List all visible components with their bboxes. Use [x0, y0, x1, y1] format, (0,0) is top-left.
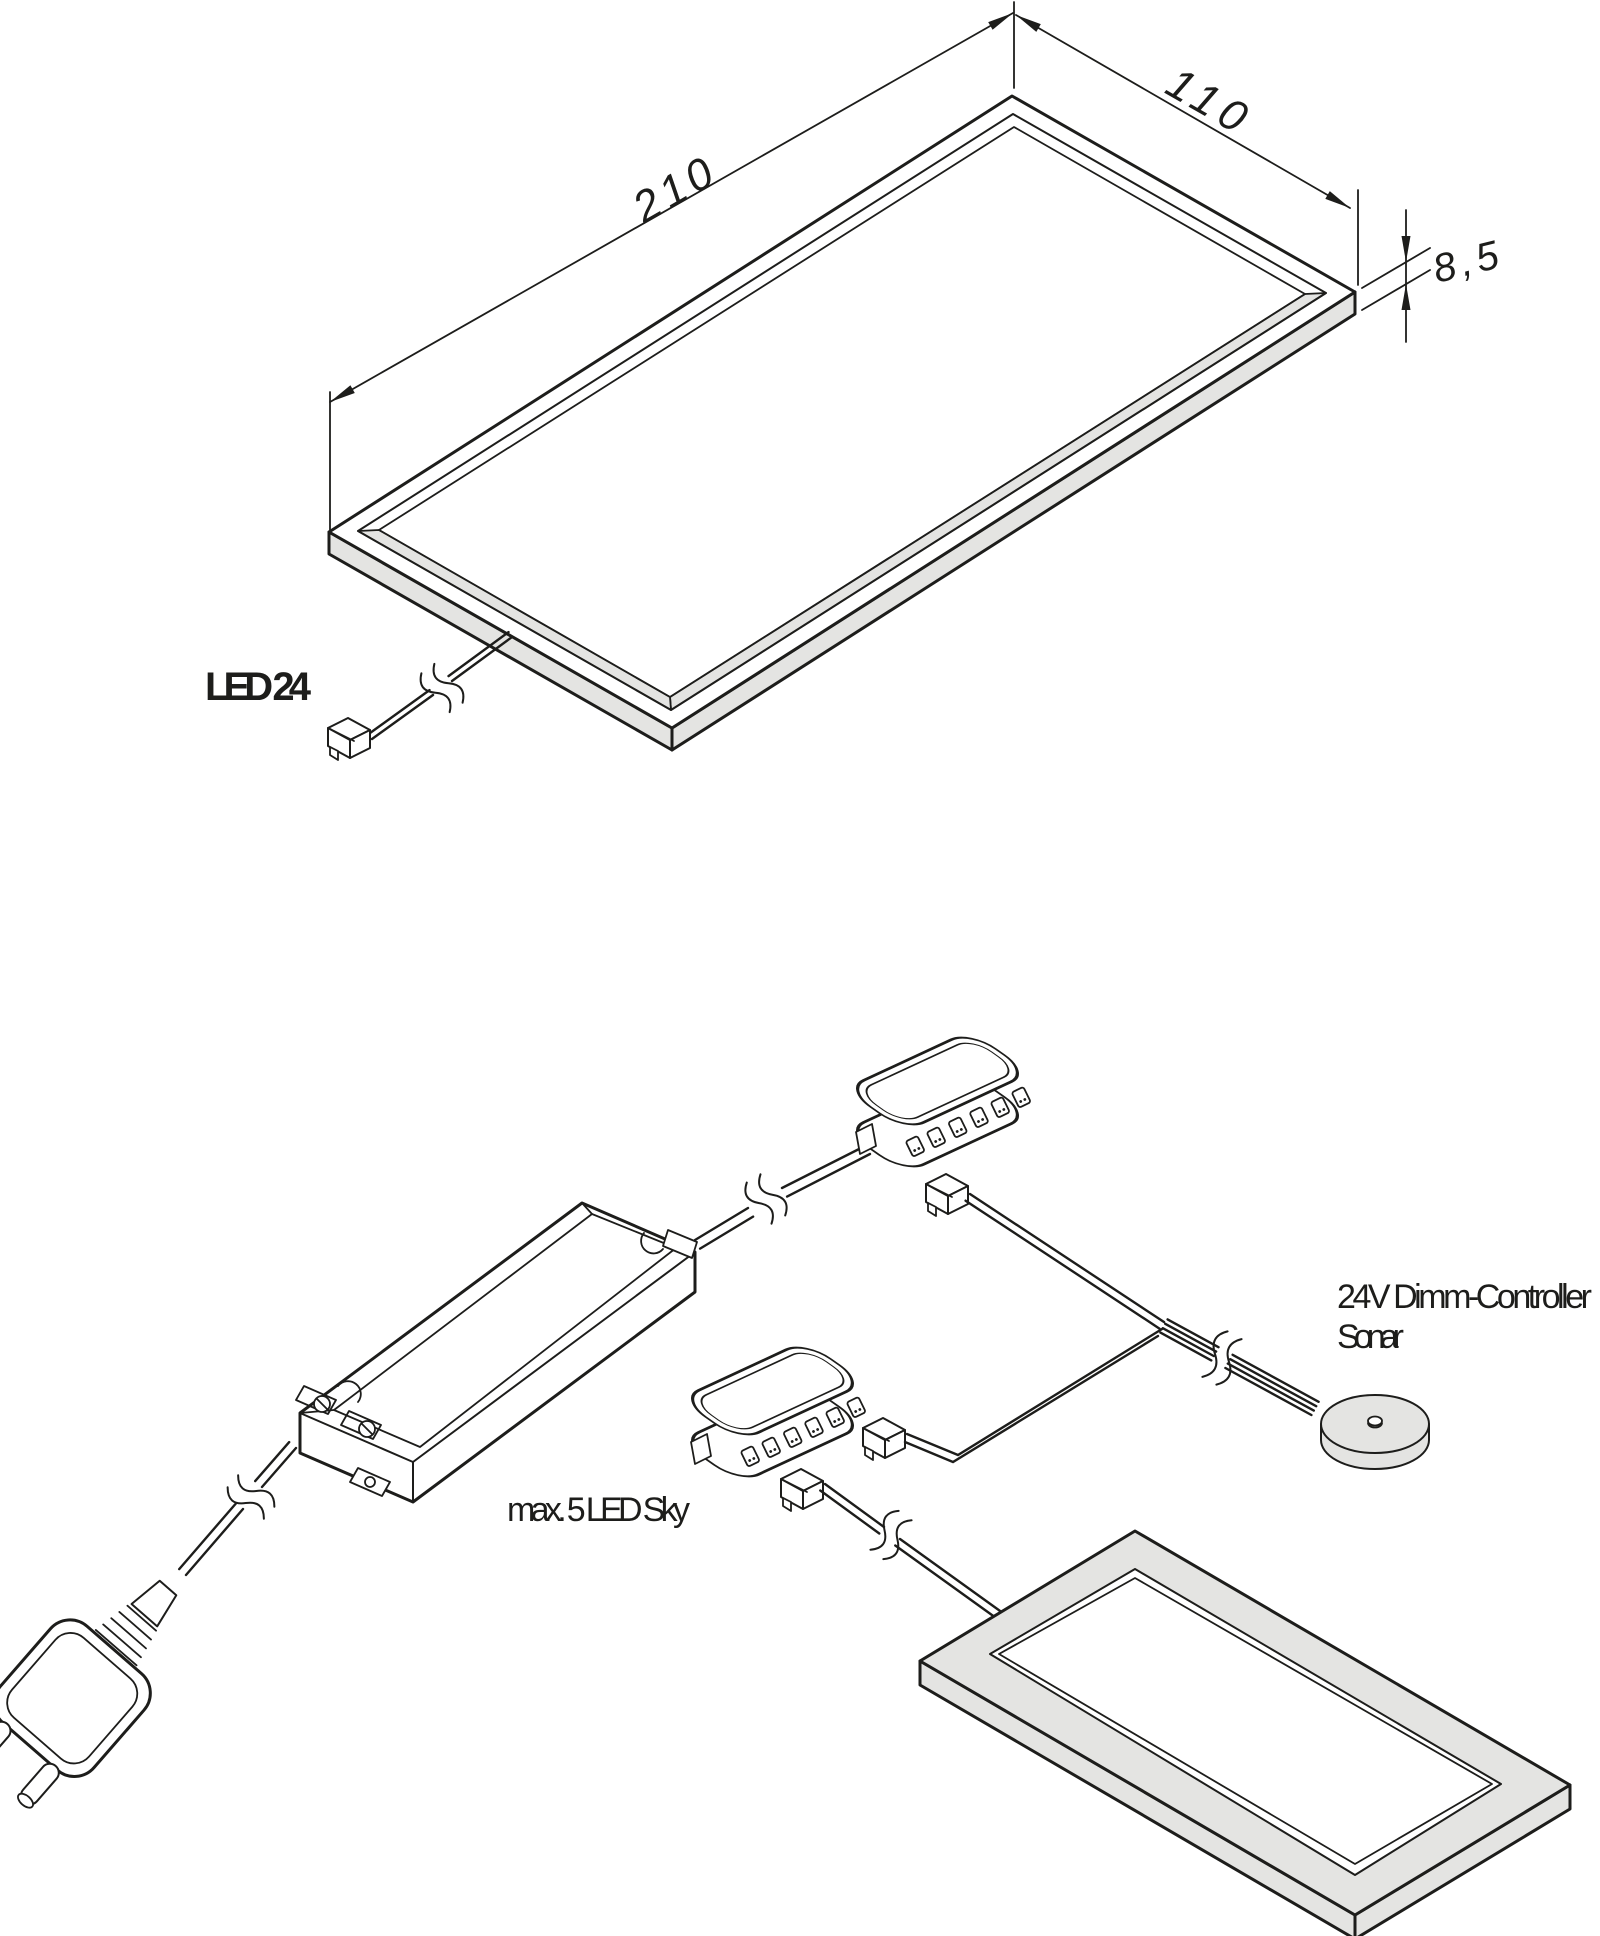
dim-thickness-label: 8,5 — [1429, 233, 1504, 292]
sonar-cable-bundle — [1159, 1318, 1320, 1417]
socket-port — [905, 1135, 925, 1157]
cable-break-icon — [419, 662, 465, 714]
led24-label: LED 24 — [205, 665, 312, 709]
socket-port — [804, 1416, 824, 1438]
plug-connector-middle — [862, 1417, 906, 1461]
led-panel-isometric — [327, 94, 1357, 752]
socket-port — [1011, 1086, 1031, 1108]
driver-to-distributor-cable — [693, 1144, 872, 1250]
cable-break-icon — [226, 1474, 276, 1520]
cable-break-icon — [744, 1173, 788, 1225]
dim-length-label: 210 — [624, 148, 723, 233]
sonar-controller-puck — [1320, 1394, 1430, 1470]
cable-break-icon — [1201, 1330, 1243, 1386]
mains-cable — [178, 1440, 298, 1577]
socket-port — [783, 1426, 803, 1448]
max-led-note: max. 5 LED Sky — [507, 1491, 690, 1529]
plug-connector-panel — [327, 717, 371, 761]
socket-port — [846, 1396, 866, 1418]
led-panel-schematic — [918, 1529, 1572, 1936]
plug-pin — [17, 1762, 60, 1809]
socket-port — [926, 1126, 946, 1148]
distributor-box-top — [855, 1036, 1031, 1168]
panel2-light-area — [989, 1568, 1502, 1876]
led-driver — [295, 1201, 698, 1504]
controller-label-line2: Sonar — [1337, 1318, 1404, 1356]
socket-port — [969, 1106, 989, 1128]
sonar-cable-branch-top — [964, 1192, 1166, 1330]
socket-port — [990, 1096, 1010, 1118]
panel2-lip-line — [998, 1577, 1493, 1865]
panel-top-face — [327, 94, 1357, 730]
plug-connector-panel-feed — [780, 1468, 824, 1512]
panel-frame-lip-line — [378, 126, 1306, 698]
distributor-box-bottom — [690, 1346, 866, 1478]
plug-pin — [0, 1720, 12, 1764]
cable-break-icon — [869, 1509, 913, 1561]
euro-plug — [0, 1579, 178, 1809]
dimension-thickness: 8,5 — [1361, 209, 1504, 343]
panel-feed-cable — [819, 1482, 1016, 1629]
socket-port — [740, 1445, 760, 1467]
socket-port — [948, 1116, 968, 1138]
socket-port — [825, 1406, 845, 1428]
sonar-cable-branch-bottom — [903, 1327, 1164, 1464]
dim-width-label: 110 — [1158, 58, 1256, 143]
socket-port — [761, 1436, 781, 1458]
panel-supply-cable — [327, 630, 514, 761]
plug-connector-top — [925, 1173, 969, 1217]
controller-label-line1: 24V Dimm-Controller — [1337, 1278, 1592, 1316]
panel-frame-inner-line — [357, 113, 1327, 711]
